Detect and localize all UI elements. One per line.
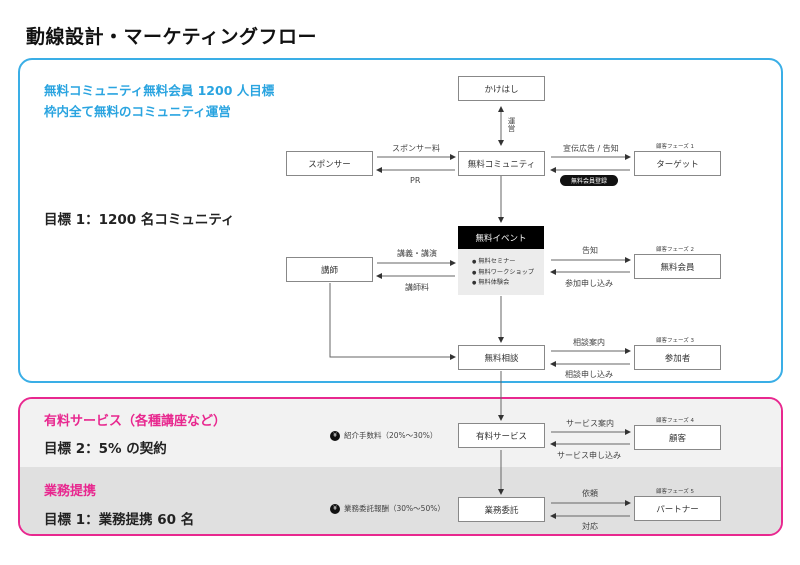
page-title: 動線設計・マーケティングフロー bbox=[26, 26, 317, 48]
fee-referral: ¥ 紹介手数料（20%〜30%） bbox=[330, 430, 437, 441]
node-participant: 参加者 bbox=[634, 345, 721, 370]
free-section-heading-1: 無料コミュニティ無料会員 1200 人目標 bbox=[44, 83, 275, 98]
label-lecture: 講義・講演 bbox=[397, 249, 437, 258]
label-pr: PR bbox=[410, 176, 421, 185]
label-advertising: 宣伝広告 / 告知 bbox=[563, 144, 619, 153]
event-item: 無料セミナー bbox=[472, 257, 544, 268]
fee-outsourcing: ¥ 業務委託報酬（30%〜50%） bbox=[330, 503, 445, 514]
free-section-goal: 目標 1：1200 名コミュニティ bbox=[44, 212, 235, 228]
phase-label-5: 顧客フェーズ 5 bbox=[656, 489, 694, 495]
paid-section-heading: 有料サービス（各種講座など） bbox=[44, 414, 227, 429]
node-partner: パートナー bbox=[634, 496, 721, 521]
node-kakehashi: かけはし bbox=[458, 76, 545, 101]
node-sponsor: スポンサー bbox=[286, 151, 373, 176]
node-consult: 無料相談 bbox=[458, 345, 545, 370]
node-community: 無料コミュニティ bbox=[458, 151, 545, 176]
event-item-list: 無料セミナー 無料ワークショップ 無料体験会 bbox=[458, 249, 544, 295]
phase-label-3: 顧客フェーズ 3 bbox=[656, 338, 694, 344]
node-free-member: 無料会員 bbox=[634, 254, 721, 279]
node-outsourcing: 業務委託 bbox=[458, 497, 545, 522]
fee-outsourcing-label: 業務委託報酬（30%〜50%） bbox=[344, 504, 445, 513]
yen-icon: ¥ bbox=[330, 430, 340, 441]
label-sponsor-fee: スポンサー料 bbox=[392, 144, 440, 153]
label-notice: 告知 bbox=[582, 246, 598, 255]
yen-icon: ¥ bbox=[330, 503, 340, 514]
phase-label-1: 顧客フェーズ 1 bbox=[656, 144, 694, 150]
label-response: 対応 bbox=[582, 522, 598, 531]
badge-free-signup: 無料会員登録 bbox=[560, 175, 618, 186]
label-operation: 運営 bbox=[507, 117, 516, 132]
event-item: 無料体験会 bbox=[472, 278, 544, 289]
node-target: ターゲット bbox=[634, 151, 721, 176]
free-section-heading-2: 枠内全て無料のコミュニティ運営 bbox=[44, 104, 231, 119]
label-consult-guide: 相談案内 bbox=[573, 338, 605, 347]
partner-section-heading: 業務提携 bbox=[44, 484, 97, 499]
node-event-title: 無料イベント bbox=[458, 226, 544, 249]
phase-label-4: 顧客フェーズ 4 bbox=[656, 418, 694, 424]
label-apply: 参加申し込み bbox=[565, 279, 613, 288]
partner-section-goal: 目標 1：業務提携 60 名 bbox=[44, 512, 195, 528]
phase-label-2: 顧客フェーズ 2 bbox=[656, 247, 694, 253]
event-item: 無料ワークショップ bbox=[472, 268, 544, 279]
label-lecture-fee: 講師料 bbox=[405, 283, 429, 292]
fee-referral-label: 紹介手数料（20%〜30%） bbox=[344, 431, 438, 440]
node-lecturer: 講師 bbox=[286, 257, 373, 282]
label-service-guide: サービス案内 bbox=[566, 419, 614, 428]
node-customer: 顧客 bbox=[634, 425, 721, 450]
label-request: 依頼 bbox=[582, 489, 598, 498]
label-consult-apply: 相談申し込み bbox=[565, 370, 613, 379]
paid-section-goal: 目標 2：5% の契約 bbox=[44, 441, 167, 457]
label-service-apply: サービス申し込み bbox=[557, 451, 621, 460]
node-paid-service: 有料サービス bbox=[458, 423, 545, 448]
